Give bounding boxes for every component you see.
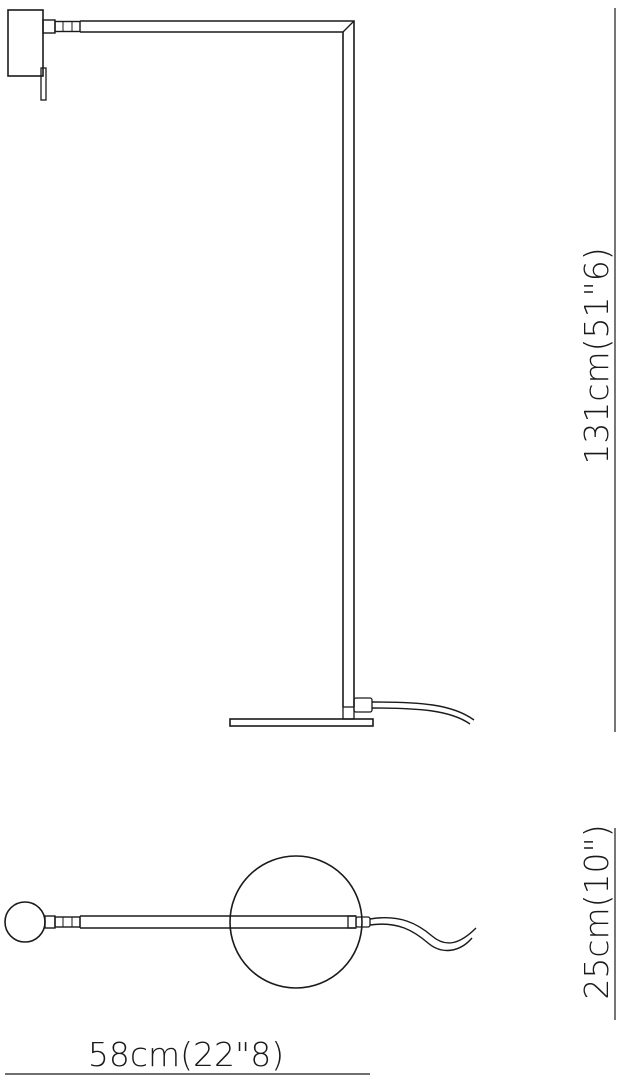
cable-plug <box>353 697 373 713</box>
power-cable <box>371 701 475 721</box>
arm-outer <box>80 20 355 707</box>
top-plan-view: 25cm(10") 58cm(22"8) <box>4 824 616 1075</box>
depth-dimension-label: 25cm(10") <box>577 824 616 999</box>
height-dimension-label: 131cm(51"6) <box>577 247 616 464</box>
power-cable-top <box>369 917 477 944</box>
lamp-head <box>7 9 44 77</box>
arm-inner <box>80 31 344 707</box>
head-joint-top <box>44 915 56 929</box>
head-joint <box>42 19 56 34</box>
lamp-base <box>229 718 374 727</box>
stem-top <box>347 915 357 929</box>
base-disc-top <box>229 855 363 989</box>
joint-connector <box>54 20 81 33</box>
lamp-head-top <box>4 901 46 943</box>
joint-connector-top <box>54 916 81 928</box>
arm-bend <box>342 20 355 33</box>
side-elevation-view: 131cm(51"6) <box>7 8 616 732</box>
width-dimension-label: 58cm(22"8) <box>88 1035 284 1074</box>
head-clip <box>40 67 47 101</box>
cable-plug-top <box>355 916 371 928</box>
stem-foot <box>342 706 355 720</box>
